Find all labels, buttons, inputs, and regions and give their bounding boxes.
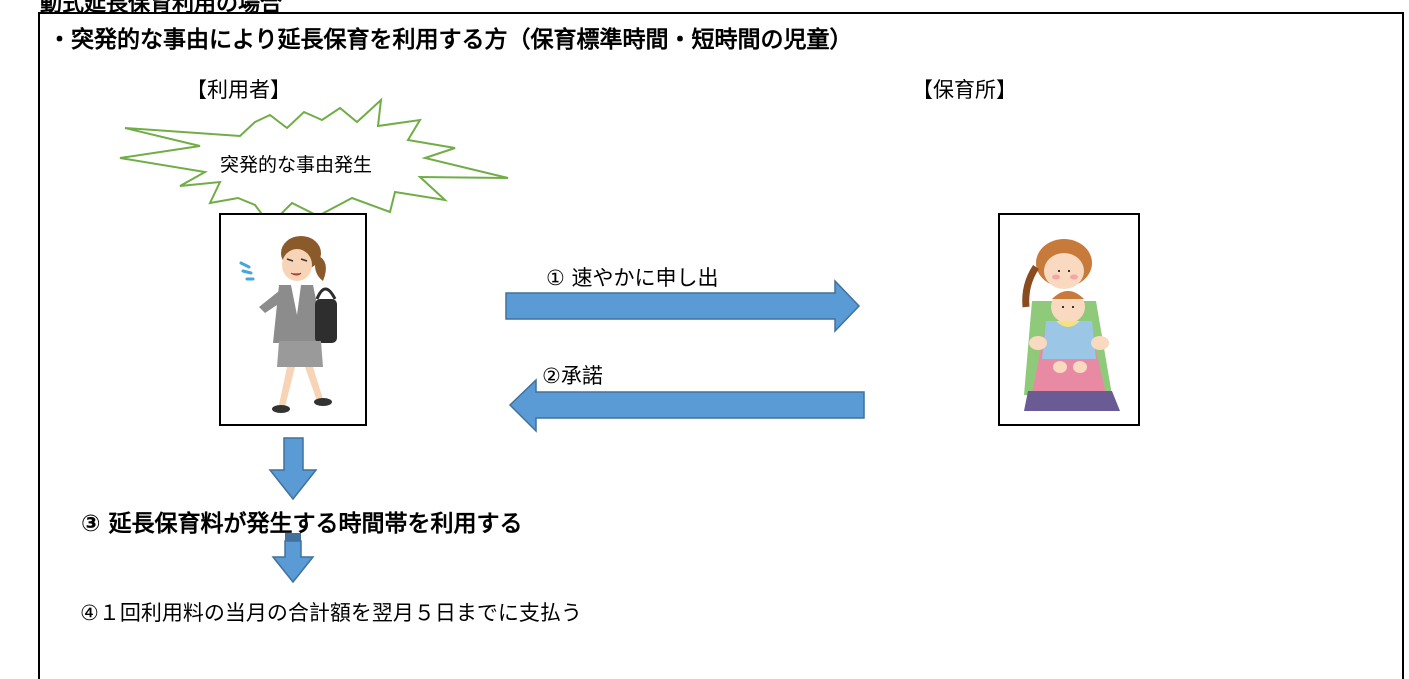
caregiver-with-child-icon: [1022, 239, 1120, 411]
step1-label: ① 速やかに申し出: [546, 266, 719, 290]
arrow-request-to-nursery: [505, 279, 861, 333]
diagram-frame: [38, 12, 1404, 679]
nursery-role-label: 【保育所】: [912, 78, 1017, 102]
step3-label: ③ 延長保育料が発生する時間帯を利用する: [81, 511, 523, 537]
section-heading: ・突発的な事由により延長保育を利用する方（保育標準時間・短時間の児童）: [48, 27, 853, 53]
user-image-frame: [219, 213, 367, 426]
burst-text: 突発的な事由発生: [220, 154, 373, 176]
arrow-down-to-step3: [268, 437, 318, 501]
arrow-approval-to-user: [508, 378, 865, 433]
step2-label: ②承諾: [542, 364, 603, 388]
arrow-stem-cap: [285, 533, 301, 541]
step4-label: ④１回利用料の当月の合計額を翌月５日までに支払う: [80, 601, 582, 625]
user-role-label: 【利用者】: [186, 78, 291, 102]
nursery-image-frame: [998, 213, 1140, 426]
arrow-down-to-step4: [271, 540, 315, 584]
running-woman-icon: [239, 236, 337, 413]
